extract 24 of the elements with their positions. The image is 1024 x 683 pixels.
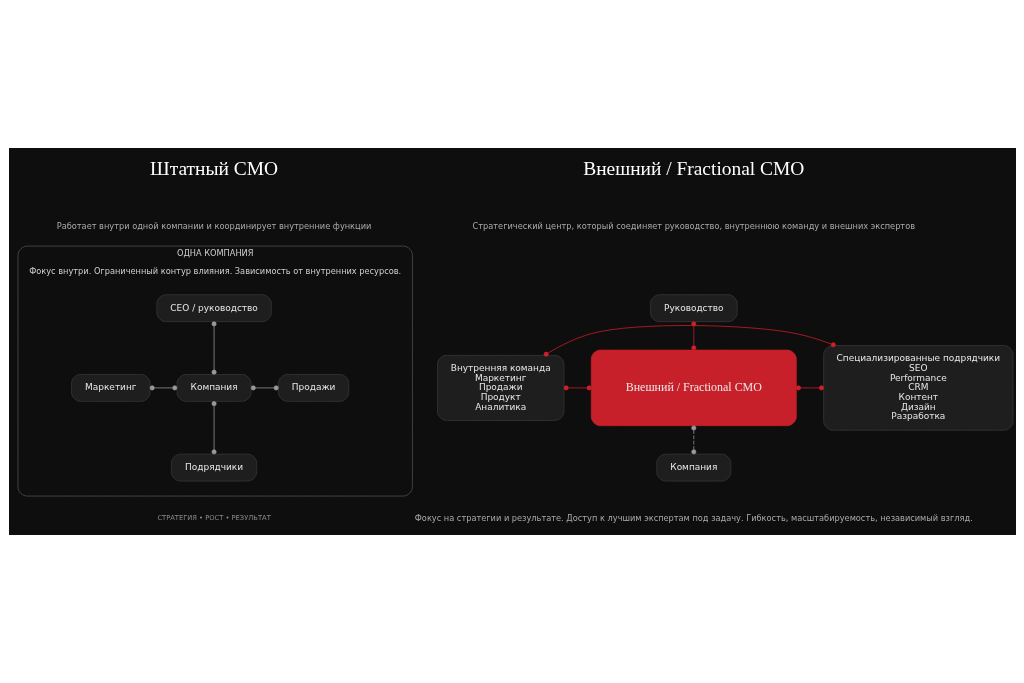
connector — [211, 401, 217, 455]
node-box: CEO / руководство — [155, 294, 272, 323]
label: Стратегический центр, который соединяет руководство, внутреннюю команду и внешних экспертов — [472, 220, 915, 231]
label: Штатный CMO — [149, 157, 278, 179]
node-box: Продажи — [277, 374, 349, 402]
node-box: Подрядчики — [170, 453, 257, 482]
connector — [250, 385, 279, 391]
node-box: Компания — [655, 453, 731, 482]
label: Работает внутри одной компании и координирует внутренние функции — [56, 220, 371, 231]
connector — [690, 425, 696, 455]
connector — [211, 321, 217, 375]
node-box: Компания — [176, 374, 251, 402]
node-box: Руководство — [649, 294, 738, 323]
connector — [795, 385, 824, 391]
connector — [543, 325, 836, 357]
label: Фокус на стратегии и результате. Доступ к лучшим экспертам под задачу. Гибкость, масштабируемость, независимый взгляд. — [414, 512, 973, 523]
node-box: Маркетинг — [70, 374, 150, 402]
connector — [149, 385, 177, 391]
label: Внешний / Fractional CMO — [582, 157, 804, 179]
node-box: Специализированные подрядчики SEO Performance CRM Контент Дизайн Разработка — [822, 345, 1013, 431]
node-box: Внутренняя команда Маркетинг Продажи Продукт Аналитика — [436, 354, 564, 421]
node-box: Внешний / Fractional CMO — [590, 349, 797, 427]
connector — [563, 385, 592, 391]
connector — [690, 321, 696, 351]
